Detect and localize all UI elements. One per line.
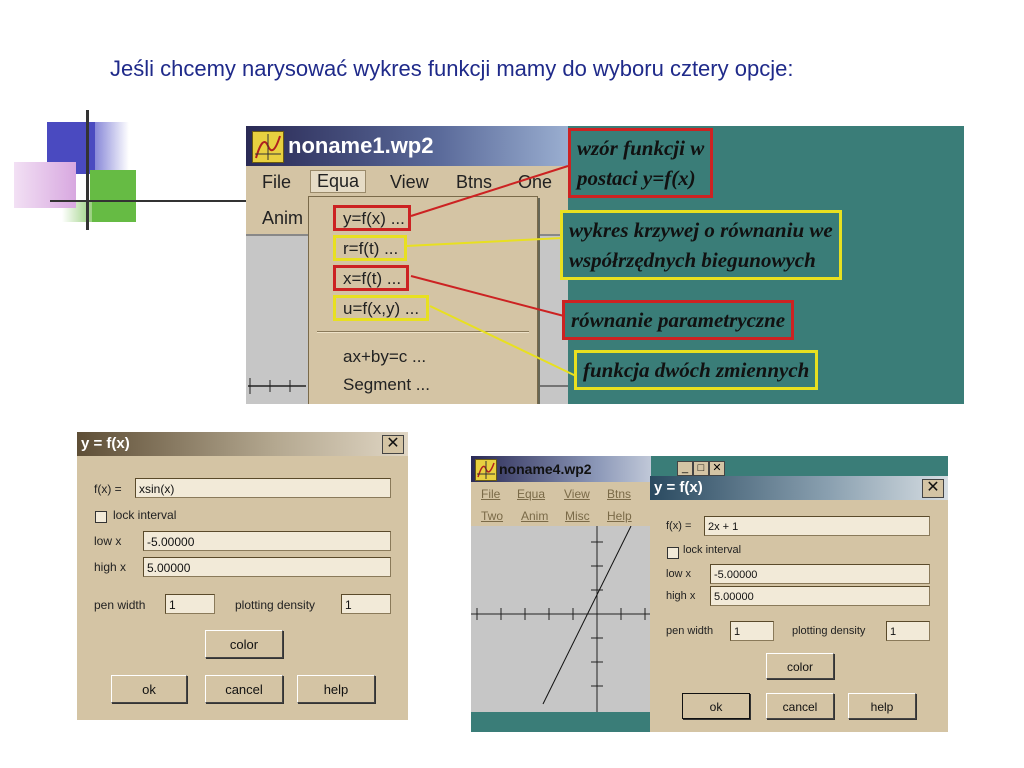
callout-polar-line1: wykres krzywej o równaniu we bbox=[569, 218, 833, 242]
plotting-density-input[interactable]: 1 bbox=[886, 621, 930, 641]
slide-title: Jeśli chcemy narysować wykres funkcji ma… bbox=[110, 56, 794, 81]
highlight-x-ft bbox=[333, 265, 409, 291]
lock-interval-checkbox[interactable] bbox=[95, 511, 107, 523]
low-x-input[interactable]: -5.00000 bbox=[710, 564, 930, 584]
callout-polar-line2: współrzędnych biegunowych bbox=[569, 248, 816, 272]
close-icon[interactable]: ✕ bbox=[922, 479, 944, 498]
menu-btns[interactable]: Btns bbox=[607, 487, 632, 501]
deco-horizontal-line bbox=[50, 200, 246, 202]
fx-label: f(x) = bbox=[94, 482, 122, 496]
maximize-icon[interactable]: □ bbox=[693, 461, 709, 476]
window-titlebar: noname1.wp2 bbox=[246, 126, 568, 166]
dialog-titlebar: y = f(x) ✕ bbox=[77, 432, 408, 456]
highlight-u-fxy bbox=[333, 295, 429, 321]
deco-blue-fade bbox=[95, 122, 129, 174]
menu-btns[interactable]: Btns bbox=[456, 172, 493, 192]
menu-view[interactable]: View bbox=[390, 172, 429, 192]
dialog-y-fx-left: y = f(x) ✕ f(x) = xsin(x) lock interval … bbox=[77, 432, 408, 720]
close-icon[interactable]: ✕ bbox=[382, 435, 404, 454]
menu-anim[interactable]: Anim bbox=[521, 509, 549, 523]
window-close-icon[interactable]: ✕ bbox=[709, 461, 725, 476]
pen-width-input[interactable]: 1 bbox=[730, 621, 774, 641]
menu-file[interactable]: File bbox=[481, 487, 501, 501]
highlight-y-fx bbox=[333, 205, 411, 231]
menu-two[interactable]: Two bbox=[481, 509, 504, 523]
minimize-icon[interactable]: _ bbox=[677, 461, 693, 476]
plot-axes bbox=[471, 525, 651, 712]
pen-width-label: pen width bbox=[666, 625, 714, 637]
menu-bar: File Equa View Btns One bbox=[246, 170, 568, 198]
plot-line-2x-plus-1 bbox=[542, 525, 632, 705]
cancel-button[interactable]: cancel bbox=[205, 675, 283, 703]
lock-interval-label: lock interval bbox=[683, 544, 742, 556]
callout-y-fx-line2: postaci y=f(x) bbox=[577, 166, 696, 190]
dialog-title: y = f(x) bbox=[81, 435, 130, 452]
color-button[interactable]: color bbox=[766, 653, 834, 679]
menu-help[interactable]: Help bbox=[607, 509, 632, 523]
callout-y-fx-line1: wzór funkcji w bbox=[577, 136, 705, 160]
low-x-input[interactable]: -5.00000 bbox=[143, 531, 391, 551]
callout-connectors bbox=[405, 165, 577, 377]
plotting-density-input[interactable]: 1 bbox=[341, 594, 391, 614]
menu-one[interactable]: One bbox=[518, 172, 553, 192]
color-button[interactable]: color bbox=[205, 630, 283, 658]
menu-item-segment[interactable]: Segment ... bbox=[343, 375, 430, 394]
menu-item-y-fx[interactable]: y=f(x) ... bbox=[343, 209, 405, 228]
menu-screenshot: noname1.wp2 File Equa View Btns One Anim… bbox=[246, 126, 964, 404]
deco-vertical-line bbox=[86, 110, 89, 230]
high-x-label: high x bbox=[666, 590, 696, 602]
highlight-r-ft bbox=[333, 235, 407, 261]
help-button[interactable]: help bbox=[297, 675, 375, 703]
lock-interval-checkbox[interactable] bbox=[667, 547, 679, 559]
fx-input[interactable]: xsin(x) bbox=[135, 478, 391, 498]
callout-two-variables: funkcja dwóch zmiennych bbox=[574, 350, 819, 390]
window-titlebar: noname4.wp2 bbox=[471, 456, 651, 482]
low-x-label: low x bbox=[666, 568, 692, 580]
graph-app-icon bbox=[475, 459, 497, 481]
app-window: noname1.wp2 File Equa View Btns One Anim… bbox=[246, 126, 568, 404]
callout-parametric: równanie parametryczne bbox=[562, 300, 795, 340]
status-bar bbox=[471, 712, 651, 732]
dialog-titlebar: y = f(x) ✕ bbox=[650, 476, 948, 500]
lock-interval-label: lock interval bbox=[113, 508, 177, 522]
menu-item-line[interactable]: ax+by=c ... bbox=[343, 347, 427, 366]
menu-view[interactable]: View bbox=[564, 487, 590, 501]
cancel-button[interactable]: cancel bbox=[766, 693, 834, 719]
menu-item-x-ft[interactable]: x=f(t) ... bbox=[343, 269, 402, 288]
pen-width-label: pen width bbox=[94, 598, 146, 612]
graph-app-icon bbox=[252, 131, 284, 163]
plotting-density-label: plotting density bbox=[792, 625, 866, 637]
high-x-label: high x bbox=[94, 560, 127, 574]
menu-file[interactable]: File bbox=[262, 172, 292, 192]
fx-label: f(x) = bbox=[666, 520, 692, 532]
plotting-density-label: plotting density bbox=[235, 598, 316, 612]
window-title: noname4.wp2 bbox=[499, 461, 592, 477]
menu-equa[interactable]: Equa bbox=[310, 170, 367, 193]
window-title: noname1.wp2 bbox=[288, 133, 434, 158]
help-button[interactable]: help bbox=[848, 693, 916, 719]
deco-green-square bbox=[90, 170, 136, 222]
app-window-noname4: noname4.wp2 File Equa View Btns Two Anim… bbox=[471, 456, 651, 732]
menu-item-u-fxy[interactable]: u=f(x,y) ... bbox=[343, 299, 420, 318]
graph-area bbox=[471, 525, 651, 712]
high-x-input[interactable]: 5.00000 bbox=[143, 557, 391, 577]
menu-anim[interactable]: Anim bbox=[262, 208, 304, 228]
callout-y-fx: wzór funkcji w postaci y=f(x) bbox=[568, 128, 714, 198]
menu-equa[interactable]: Equa bbox=[517, 487, 546, 501]
menu-separator bbox=[317, 331, 529, 333]
low-x-label: low x bbox=[94, 534, 122, 548]
fx-input[interactable]: 2x + 1 bbox=[704, 516, 930, 536]
ok-button[interactable]: ok bbox=[111, 675, 187, 703]
dialog-y-fx-right: y = f(x) ✕ f(x) = 2x + 1 lock interval l… bbox=[650, 476, 948, 732]
menu-item-r-ft[interactable]: r=f(t) ... bbox=[343, 239, 399, 258]
menu-misc[interactable]: Misc bbox=[565, 509, 590, 523]
plot-screenshot: noname4.wp2 File Equa View Btns Two Anim… bbox=[471, 456, 948, 732]
pen-width-input[interactable]: 1 bbox=[165, 594, 215, 614]
high-x-input[interactable]: 5.00000 bbox=[710, 586, 930, 606]
ok-button[interactable]: ok bbox=[682, 693, 750, 719]
dialog-title: y = f(x) bbox=[654, 479, 703, 496]
callout-polar: wykres krzywej o równaniu we współrzędny… bbox=[560, 210, 842, 280]
